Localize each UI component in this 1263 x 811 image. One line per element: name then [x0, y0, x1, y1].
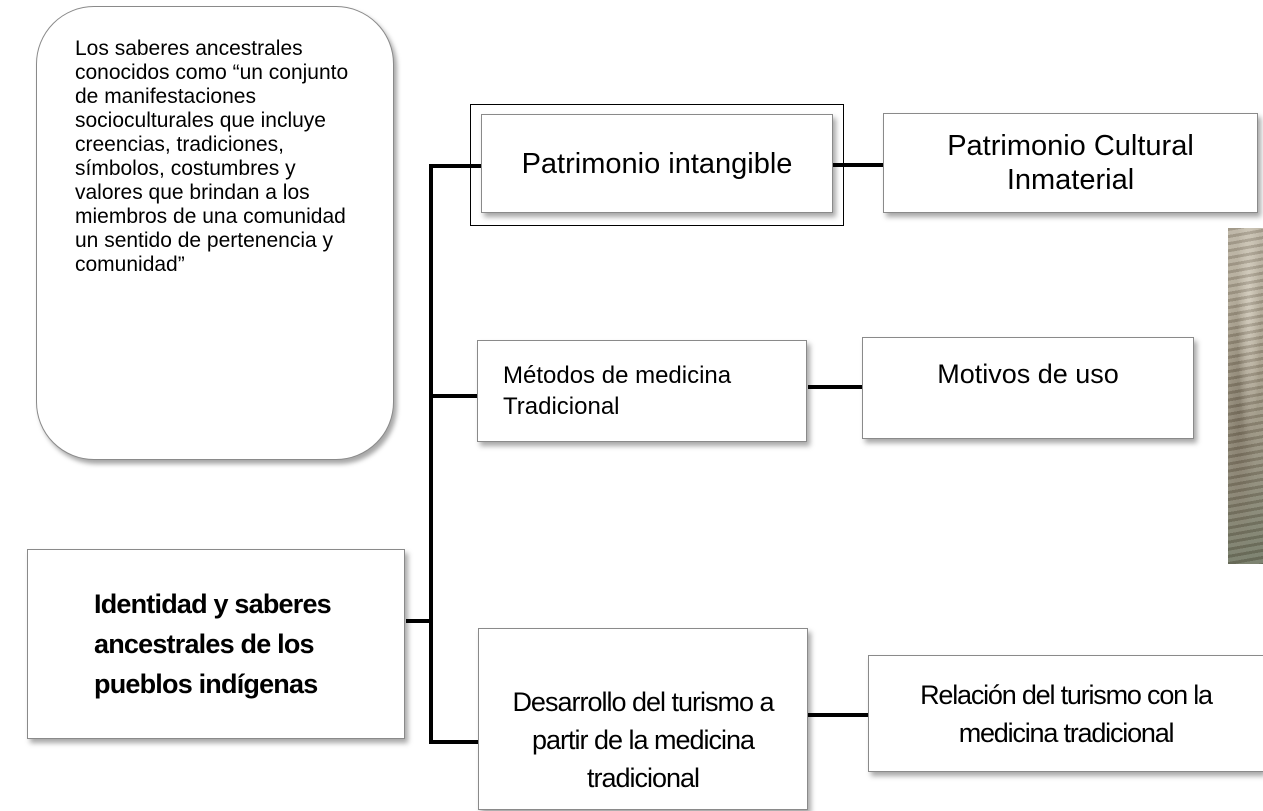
root-connector: [406, 619, 431, 623]
tree-photo: [1228, 228, 1263, 564]
root-node: Identidad y saberes ancestrales de los p…: [27, 549, 405, 739]
child-node-2: Motivos de uso: [862, 337, 1194, 439]
branch-node-1-outer: [470, 104, 844, 226]
branch-connector-1: [429, 164, 481, 168]
branch-label-3: Desarrollo del turismo a partir de la me…: [512, 687, 774, 793]
child-connector-2: [808, 385, 862, 389]
branch-node-1: Patrimonio intangible: [481, 114, 833, 213]
child-label-3: Relación del turismo con la medicina tra…: [920, 679, 1213, 748]
child-label-2: Motivos de uso: [937, 359, 1119, 389]
root-label: Identidad y saberes ancestrales de los p…: [94, 589, 332, 699]
branch-node-3: Desarrollo del turismo a partir de la me…: [478, 628, 808, 810]
branch-connector-2: [429, 394, 477, 398]
quote-text: Los saberes ancestrales conocidos como “…: [75, 37, 349, 276]
branch-connector-3: [429, 740, 478, 744]
trunk-line: [429, 166, 433, 744]
branch-node-2: Métodos de medicina Tradicional: [477, 340, 807, 442]
branch-label-2: Métodos de medicina Tradicional: [503, 362, 732, 420]
branch-label-1: Patrimonio intangible: [521, 147, 793, 180]
child-connector-1: [833, 163, 883, 167]
child-node-3: Relación del turismo con la medicina tra…: [868, 655, 1263, 772]
child-node-1: Patrimonio Cultural Inmaterial: [883, 113, 1258, 213]
child-connector-3: [808, 713, 868, 717]
quote-box: Los saberes ancestrales conocidos como “…: [36, 6, 394, 460]
child-label-1: Patrimonio Cultural Inmaterial: [947, 130, 1194, 196]
